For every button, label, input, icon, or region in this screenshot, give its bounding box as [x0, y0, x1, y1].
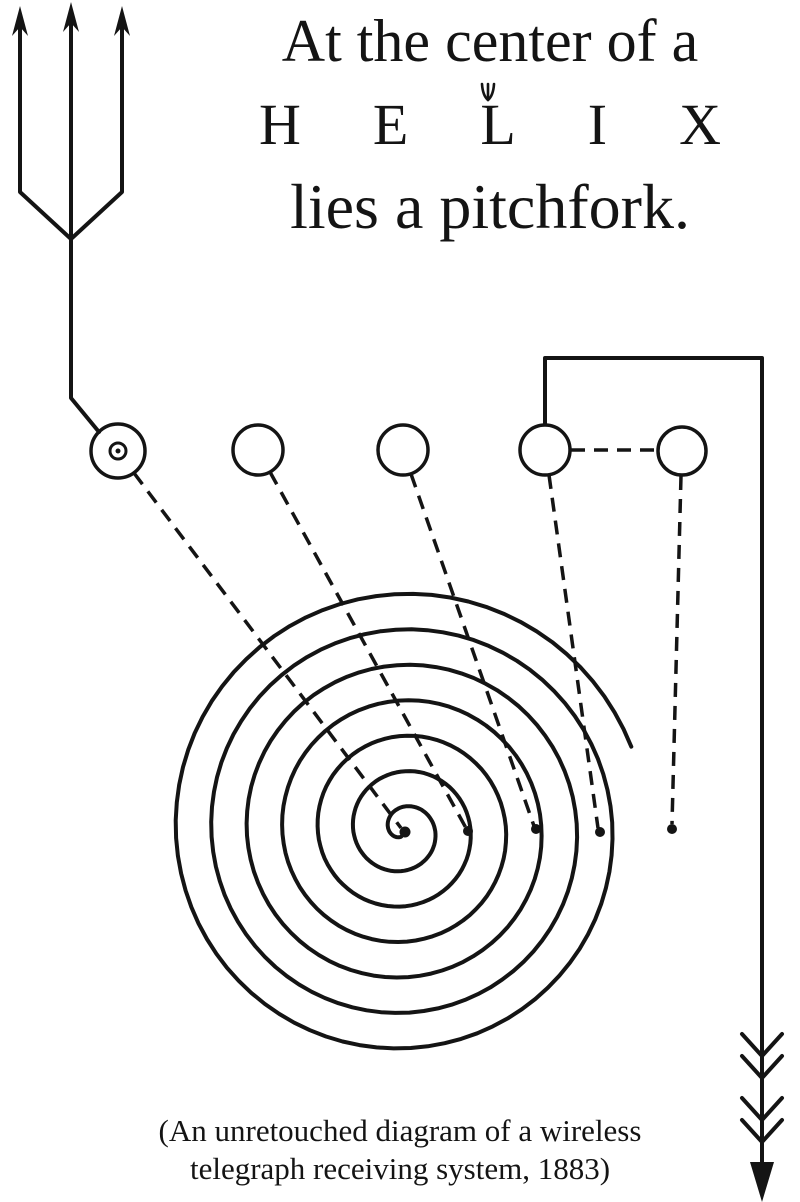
- tap-dot: [463, 826, 473, 836]
- terminal-1-center-dot: [115, 448, 121, 454]
- mini-pitchfork-icon: [481, 82, 496, 102]
- letter-i: I: [587, 92, 608, 157]
- letter-l: L: [480, 92, 516, 157]
- letter-h: H: [259, 92, 301, 157]
- title-word-helix: H E L I X: [180, 82, 800, 157]
- letter-l-with-pitchfork: L: [480, 82, 516, 157]
- letter-x: X: [679, 92, 721, 157]
- down-chevron-icon: [740, 1096, 784, 1122]
- tap-wire-3: [409, 473, 536, 827]
- pitchfork-left-prong: [18, 26, 73, 241]
- pitchfork-antenna: [12, 2, 130, 434]
- title-line-3: lies a pitchfork.: [290, 170, 690, 242]
- tap-dots: [399, 824, 677, 838]
- tap-dot: [595, 827, 605, 837]
- helix-spiral: [173, 591, 634, 1051]
- terminal-3: [376, 423, 430, 477]
- ground-wire-path: [543, 356, 764, 1170]
- ground-wire: [543, 356, 784, 1202]
- title-block: At the center of a H E L I X lies a pitc…: [180, 10, 800, 240]
- caption-line-1: (An unretouched diagram of a wireless: [158, 1113, 642, 1148]
- tap-dot-center: [399, 826, 411, 838]
- tap-wires: [132, 448, 683, 830]
- caption: (An unretouched diagram of a wireless te…: [40, 1112, 760, 1188]
- caption-line-2: telegraph receiving system, 1883): [189, 1150, 611, 1186]
- ink-layer: [12, 2, 784, 1202]
- terminal-2: [231, 423, 285, 477]
- tap-wire-1: [132, 471, 403, 830]
- up-arrow-icon: [63, 2, 79, 32]
- up-arrow-icon: [114, 6, 130, 36]
- pitchfork-right-prong: [69, 26, 124, 241]
- title-line-1: At the center of a: [281, 8, 699, 74]
- down-chevron-icon: [740, 1032, 784, 1058]
- tap-dot: [667, 824, 677, 834]
- tap-wire-2: [268, 471, 468, 829]
- terminal-4: [518, 423, 572, 477]
- down-arrow-icon: [750, 1162, 774, 1202]
- terminal-5: [656, 425, 708, 477]
- pitchfork-handle: [69, 22, 101, 434]
- terminal-1-inner-ring: [108, 441, 128, 461]
- down-chevron-icon: [740, 1118, 784, 1144]
- terminal-1-outer-ring: [89, 422, 147, 480]
- tap-wire-5: [670, 475, 683, 825]
- terminal-circles: [89, 422, 708, 480]
- letter-e: E: [372, 92, 409, 157]
- down-chevron-icon: [740, 1054, 784, 1080]
- up-arrow-icon: [12, 6, 28, 36]
- tap-dot: [531, 824, 541, 834]
- tap-wire-4: [547, 474, 600, 829]
